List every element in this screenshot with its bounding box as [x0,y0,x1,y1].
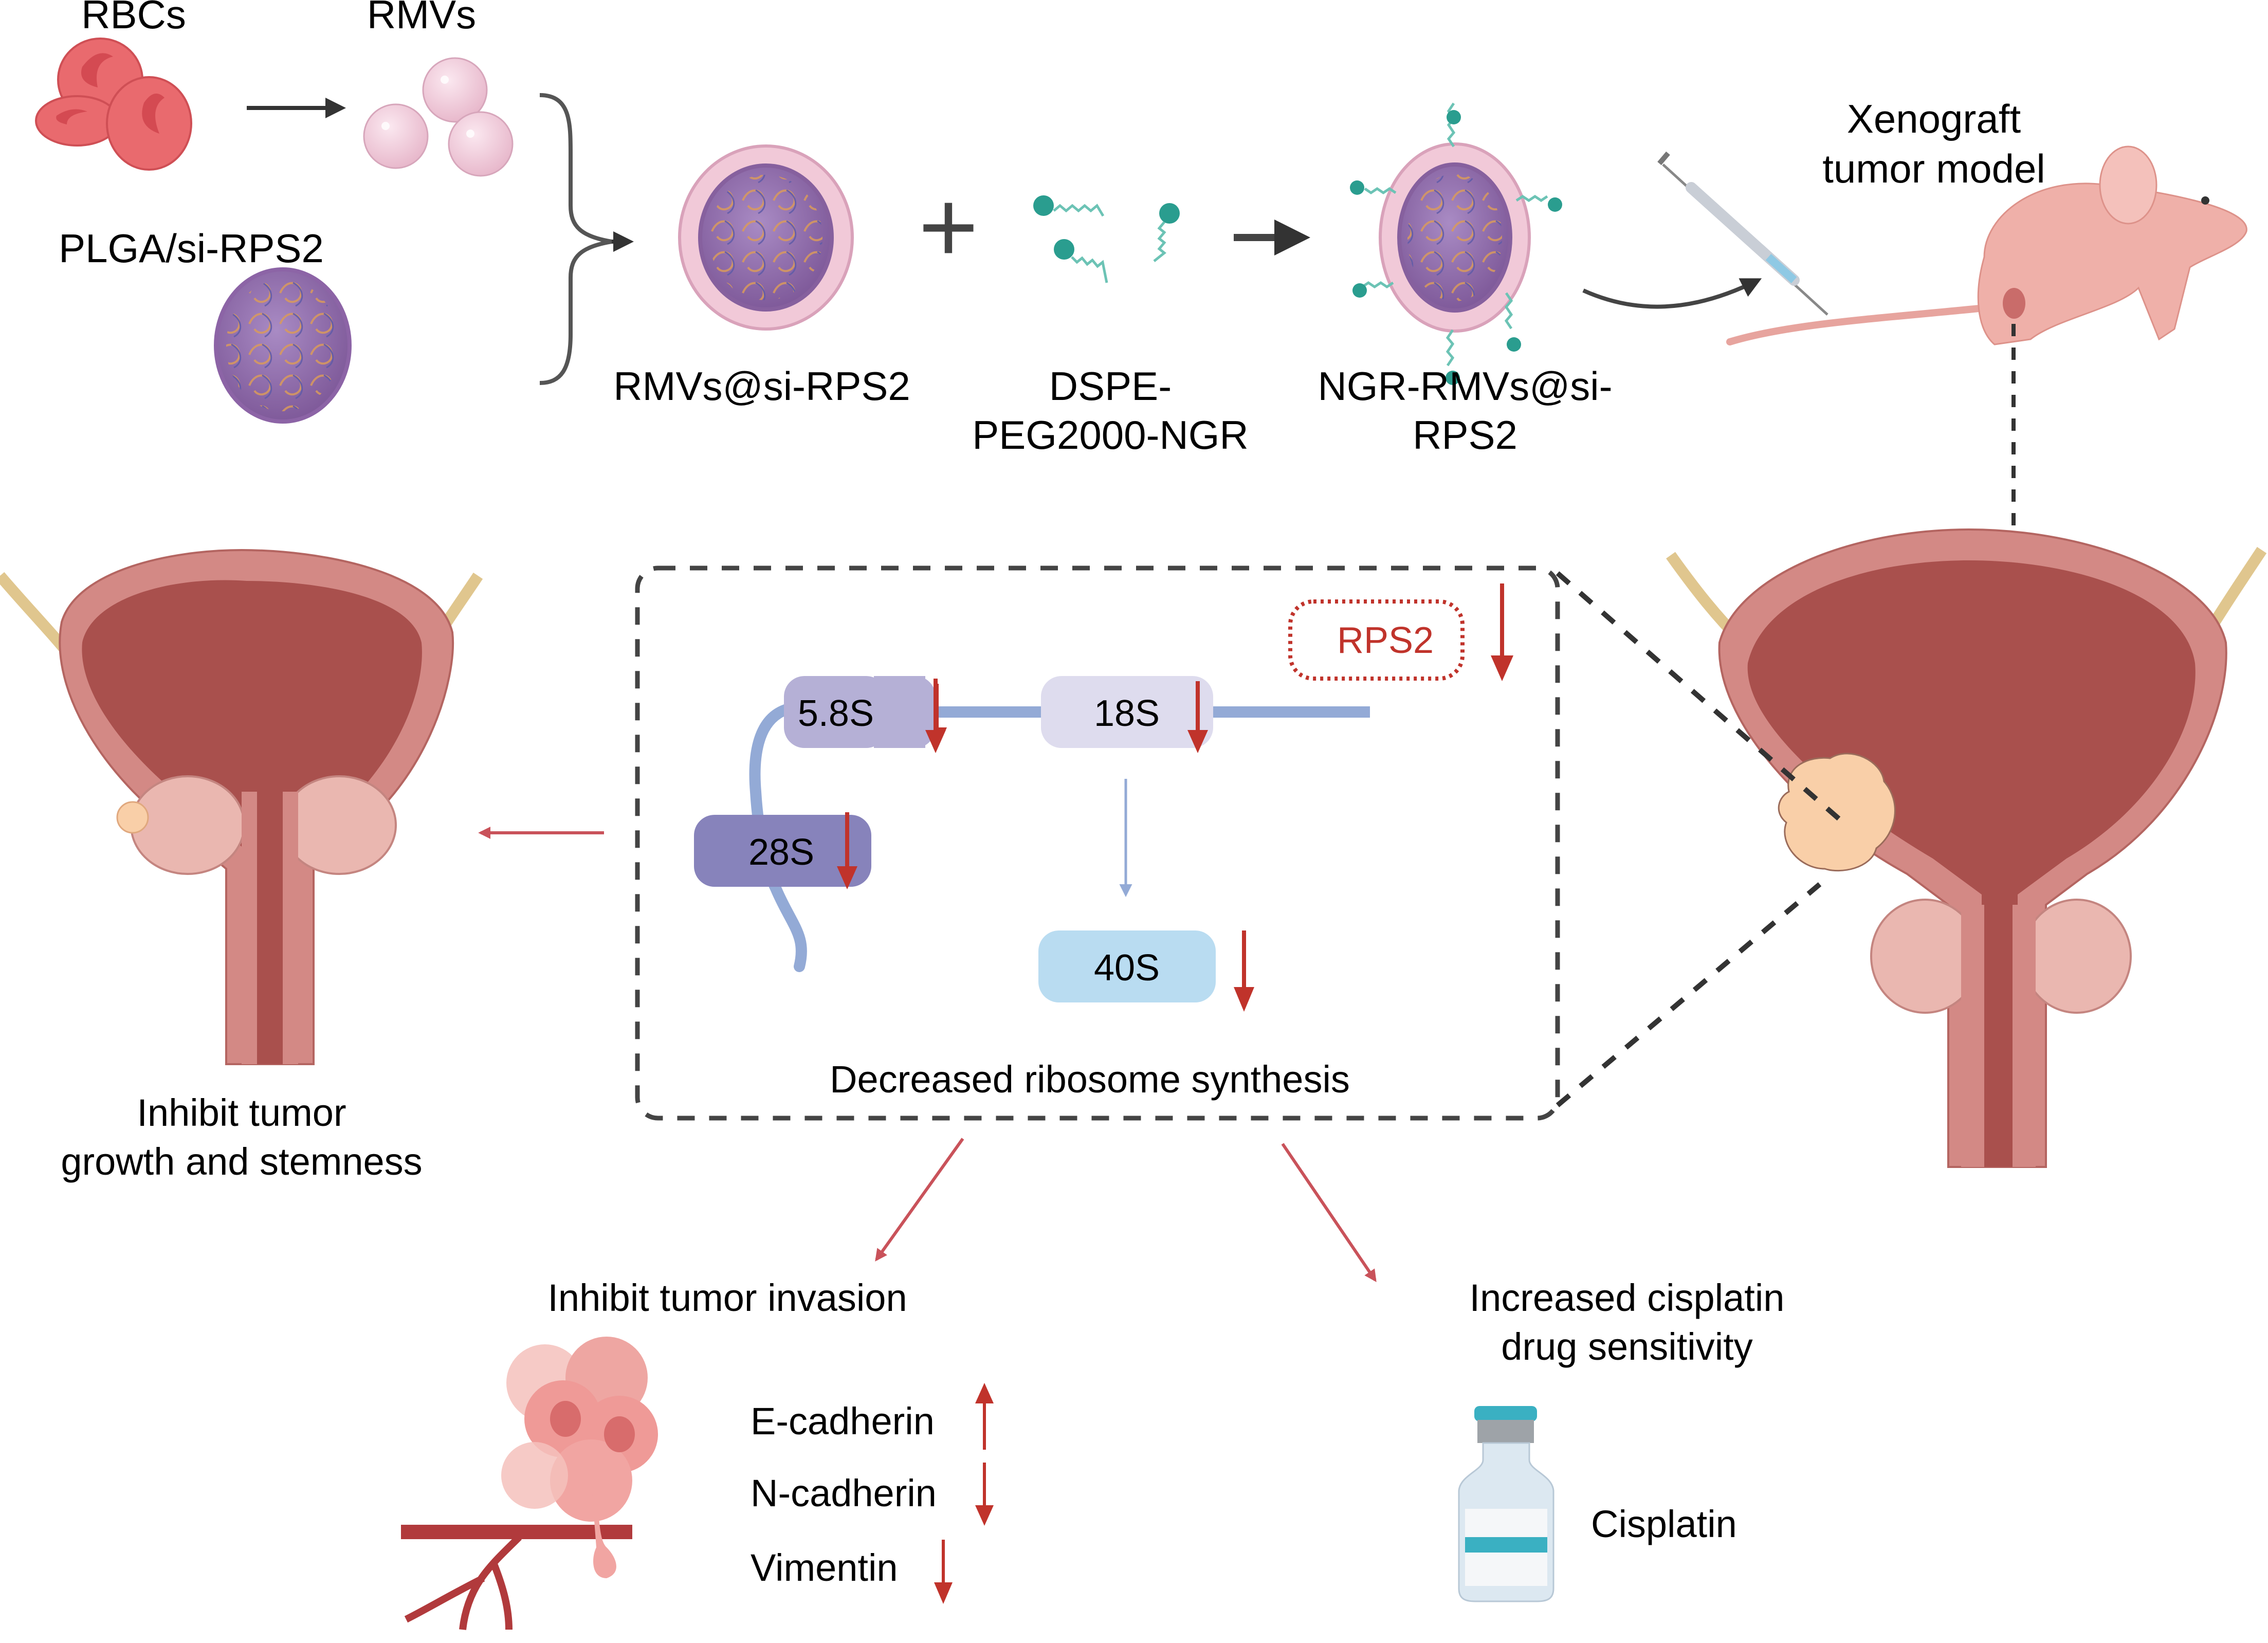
growth-label-line1: Inhibit tumor [137,1091,346,1134]
down-arrow-icon [1187,730,1208,753]
node-18s: 18S [1041,676,1213,748]
ngr-rmvs-si-rps2-particle-icon [1350,102,1562,385]
down-arrow-icon [1234,987,1254,1012]
marker-n-cadherin-label: N-cadherin [751,1472,937,1514]
node-28s: 28S [694,815,871,887]
plga-label: PLGA/si-RPS2 [59,226,324,271]
plus-sign: + [919,170,979,284]
bladder-treated-icon [0,549,483,1065]
rmvs-si-rps2-label: RMVs@si-RPS2 [613,363,910,409]
tumor-cells-vessel-icon [401,1337,658,1630]
dspe-label-line1: DSPE- [1049,363,1172,409]
combine-brace [539,93,612,385]
node-5-8s-label: 5.8S [798,693,874,734]
xenograft-label-line2: tumor model [1822,146,2045,191]
cisplatin-label: Cisplatin [1591,1503,1737,1545]
node-18s-label: 18S [1094,693,1160,734]
syringe-icon [1657,151,1828,316]
mechanism-caption: Decreased ribosome synthesis [830,1058,1350,1101]
cisplatin-title-line1: Increased cisplatin [1470,1276,1785,1319]
marker-vimentin-label: Vimentin [751,1546,898,1589]
growth-label-line2: growth and stemness [61,1140,422,1183]
to-cisplatin-arrow [1281,1143,1377,1282]
bladder-tumor-icon [1666,528,2267,1168]
ngr-label-line1: NGR-RMVs@si- [1318,363,1612,409]
rmvs-label: RMVs [367,0,476,37]
zoom-connector-bottom [1556,882,1822,1107]
rmvs-si-rps2-particle-icon [678,144,854,331]
rmvs-vesicles-icon [363,57,514,177]
xenograft-label-line1: Xenograft [1847,96,2021,141]
up-arrow-icon [975,1383,994,1403]
marker-e-cadherin-label: E-cadherin [751,1400,935,1443]
mechanism-dashed-box [635,565,1560,1121]
ngr-label-line2: RPS2 [1413,412,1517,458]
injection-arrow [1582,278,1762,309]
zoom-connector-top [1556,571,1842,822]
plga-nanoparticle-icon [214,267,352,424]
down-arrow-icon [925,730,946,753]
node-40s-label: 40S [1094,947,1160,989]
dspe-peg-ngr-molecules-icon [1033,195,1180,283]
rps2-label: RPS2 [1337,620,1434,661]
cisplatin-vial-icon [1458,1406,1554,1602]
down-arrow-icon [934,1582,953,1604]
cisplatin-title-line2: drug sensitivity [1501,1325,1752,1368]
nude-mouse-icon [1726,145,2247,345]
red-blood-cells-icon [35,38,192,171]
node-40s: 40S [1038,930,1216,1002]
dspe-label-line2: PEG2000-NGR [972,412,1249,458]
node-28s-label: 28S [748,832,814,873]
invasion-title: Inhibit tumor invasion [547,1276,907,1319]
down-arrow-icon [975,1505,994,1526]
to-invasion-arrow [875,1138,964,1262]
down-arrow-icon [1491,655,1513,681]
rbcs-label: RBCs [81,0,186,37]
rps2-target: RPS2 [1288,599,1465,681]
down-arrow-icon [837,866,857,889]
